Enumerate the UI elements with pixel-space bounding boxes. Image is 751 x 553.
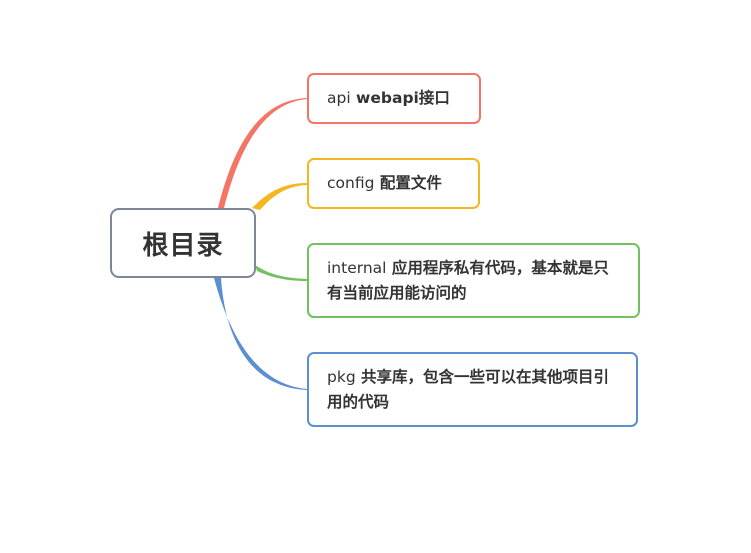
branch-node-pkg[interactable]: pkg 共享库，包含一些可以在其他项目引用的代码 (307, 352, 638, 427)
branch-name: internal (327, 258, 387, 277)
branch-name: pkg (327, 367, 356, 386)
branch-text-pkg: pkg 共享库，包含一些可以在其他项目引用的代码 (327, 365, 618, 415)
connector-api (218, 98, 307, 208)
root-node[interactable]: 根目录 (110, 208, 256, 278)
branch-desc: 共享库，包含一些可以在其他项目引用的代码 (327, 367, 610, 411)
branch-desc: 应用程序私有代码，基本就是只有当前应用能访问的 (327, 258, 609, 302)
connector-pkg (214, 278, 307, 390)
root-label: 根目录 (142, 230, 224, 261)
branch-desc: webapi接口 (350, 89, 450, 107)
branch-node-internal[interactable]: internal 应用程序私有代码，基本就是只有当前应用能访问的 (307, 243, 640, 318)
branch-desc: 配置文件 (374, 174, 442, 192)
branch-text-internal: internal 应用程序私有代码，基本就是只有当前应用能访问的 (327, 256, 620, 306)
branch-text-config: config 配置文件 (327, 171, 442, 196)
branch-text-api: api webapi接口 (327, 86, 450, 111)
branch-node-config[interactable]: config 配置文件 (307, 158, 480, 209)
branch-name: config (327, 174, 375, 192)
connector-config (252, 183, 307, 210)
branch-node-api[interactable]: api webapi接口 (307, 73, 481, 124)
connector-internal (255, 265, 307, 281)
branch-name: api (327, 89, 351, 107)
